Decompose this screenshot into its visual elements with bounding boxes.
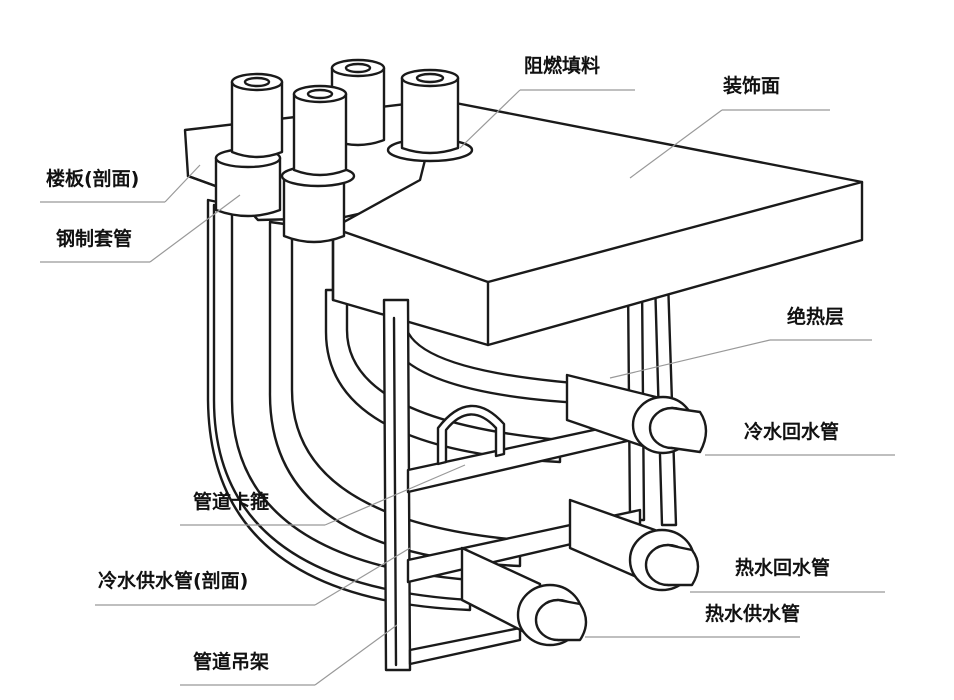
horizontal-pipes (460, 373, 708, 647)
label-insulation-layer: 绝热层 (787, 306, 845, 328)
label-pipe-hanger: 管道吊架 (193, 651, 270, 673)
label-pipe-clamp: 管道卡箍 (193, 491, 270, 513)
label-hot-water-supply: 热水供水管 (705, 603, 801, 625)
callout-line-fill (459, 89, 521, 149)
label-floor-slab-section: 楼板(剖面) (46, 168, 140, 190)
label-hot-water-return: 热水回水管 (735, 557, 831, 579)
callout-line-clamp (324, 464, 466, 526)
label-chilled-water-return: 冷水回水管 (744, 421, 840, 443)
callout-line-insulation (609, 339, 771, 379)
callout-line-hanger (314, 624, 398, 686)
callout-line-sleeve-d (149, 194, 241, 263)
callout-line-slab-d (164, 164, 201, 203)
decorative-surface (331, 98, 864, 347)
label-decorative-surface: 装饰面 (723, 75, 781, 97)
label-fire-retardant-fill: 阻燃填料 (524, 55, 601, 77)
label-steel-sleeve: 钢制套管 (56, 228, 133, 250)
callout-line-surface (629, 109, 723, 179)
callout-line-cws (314, 547, 411, 606)
pipe-clamp (436, 404, 506, 466)
steel-sleeves (214, 58, 474, 244)
callout-lines (40, 89, 895, 686)
label-chilled-water-supply-section: 冷水供水管(剖面) (98, 570, 249, 592)
